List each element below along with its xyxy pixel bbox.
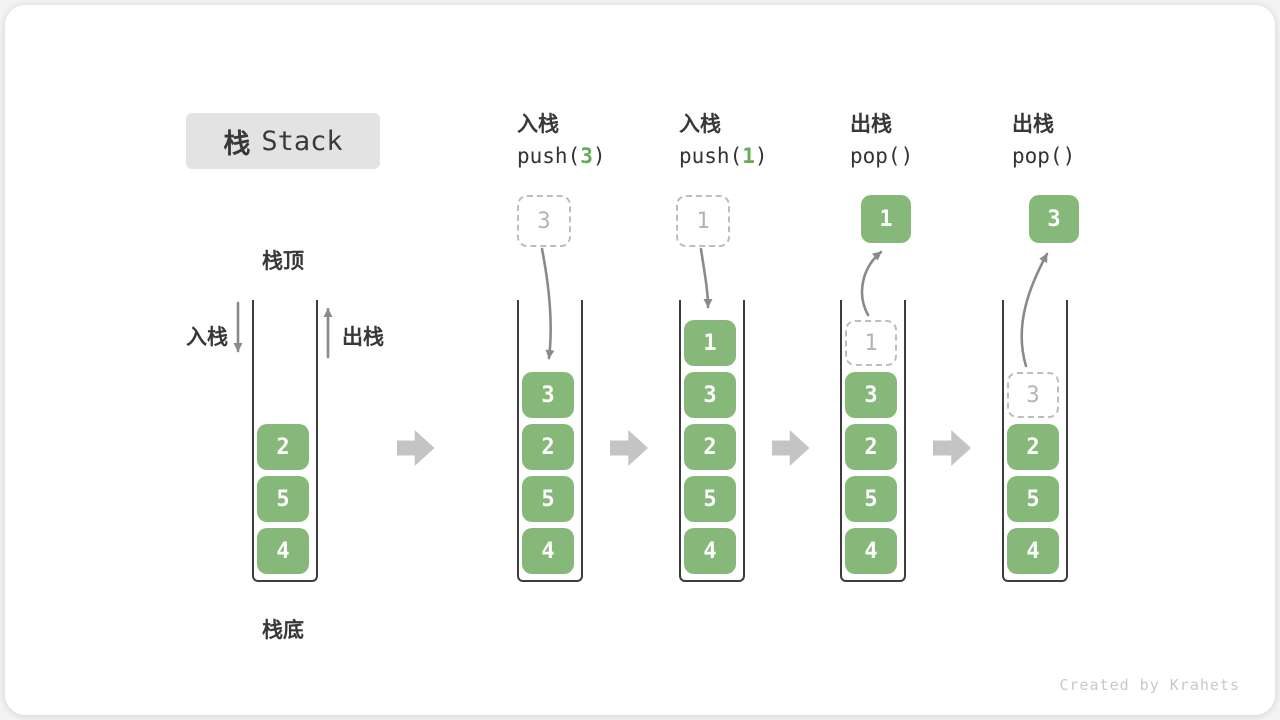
operation-label-cn: 出栈 (850, 113, 892, 136)
operation-label-cn: 出栈 (1012, 113, 1054, 136)
push-direction-label: 入栈 (186, 326, 228, 349)
stack-cell: 2 (522, 424, 574, 470)
stack-top-label: 栈顶 (262, 250, 304, 273)
operation-label-code: push(1) (679, 144, 768, 168)
operation-arg: 3 (580, 144, 593, 168)
stack-cell: 4 (1007, 528, 1059, 574)
stack-container (252, 300, 318, 582)
stack-bottom-label: 栈底 (262, 619, 304, 642)
diagram-card (5, 5, 1275, 715)
stack-cell: 2 (257, 424, 309, 470)
operation-code-text: ) (754, 144, 768, 168)
stack-container (1002, 300, 1068, 582)
popped-value-box: 1 (861, 195, 911, 243)
stack-cell: 5 (684, 476, 736, 522)
operation-code-text: pop() (1012, 144, 1076, 168)
stack-cell: 3 (522, 372, 574, 418)
stack-cell: 1 (684, 320, 736, 366)
operation-code-text: push( (517, 144, 581, 168)
stack-cell-placeholder: 3 (1007, 372, 1059, 418)
stack-container (679, 300, 745, 582)
operation-code-text: ) (592, 144, 606, 168)
popped-value-box: 3 (1029, 195, 1079, 243)
stack-cell: 4 (522, 528, 574, 574)
stack-cell: 4 (845, 528, 897, 574)
operation-label-code: pop() (1012, 144, 1075, 168)
stack-cell: 2 (1007, 424, 1059, 470)
operation-code-text: push( (679, 144, 743, 168)
stack-cell: 5 (845, 476, 897, 522)
stack-cell: 4 (257, 528, 309, 574)
operation-label-cn: 入栈 (679, 113, 721, 136)
stack-container (840, 300, 906, 582)
stack-cell: 5 (522, 476, 574, 522)
pop-direction-label: 出栈 (342, 326, 384, 349)
stack-cell: 4 (684, 528, 736, 574)
stack-cell: 2 (845, 424, 897, 470)
stack-cell-placeholder: 1 (845, 320, 897, 366)
stack-cell: 3 (684, 372, 736, 418)
operation-label-code: push(3) (517, 144, 606, 168)
stack-cell: 5 (257, 476, 309, 522)
operation-label-cn: 入栈 (517, 113, 559, 136)
title-badge: 栈 Stack (186, 113, 380, 169)
pushed-value-box: 1 (676, 195, 730, 247)
watermark: Created by Krahets (1059, 676, 1240, 694)
stack-cell: 5 (1007, 476, 1059, 522)
title-en: Stack (261, 125, 343, 157)
stack-cell: 2 (684, 424, 736, 470)
pushed-value-box: 3 (517, 195, 571, 247)
stack-container (517, 300, 583, 582)
stack-cell: 3 (845, 372, 897, 418)
operation-arg: 1 (742, 144, 755, 168)
operation-code-text: pop() (850, 144, 914, 168)
title-cn: 栈 (223, 128, 251, 159)
operation-label-code: pop() (850, 144, 913, 168)
